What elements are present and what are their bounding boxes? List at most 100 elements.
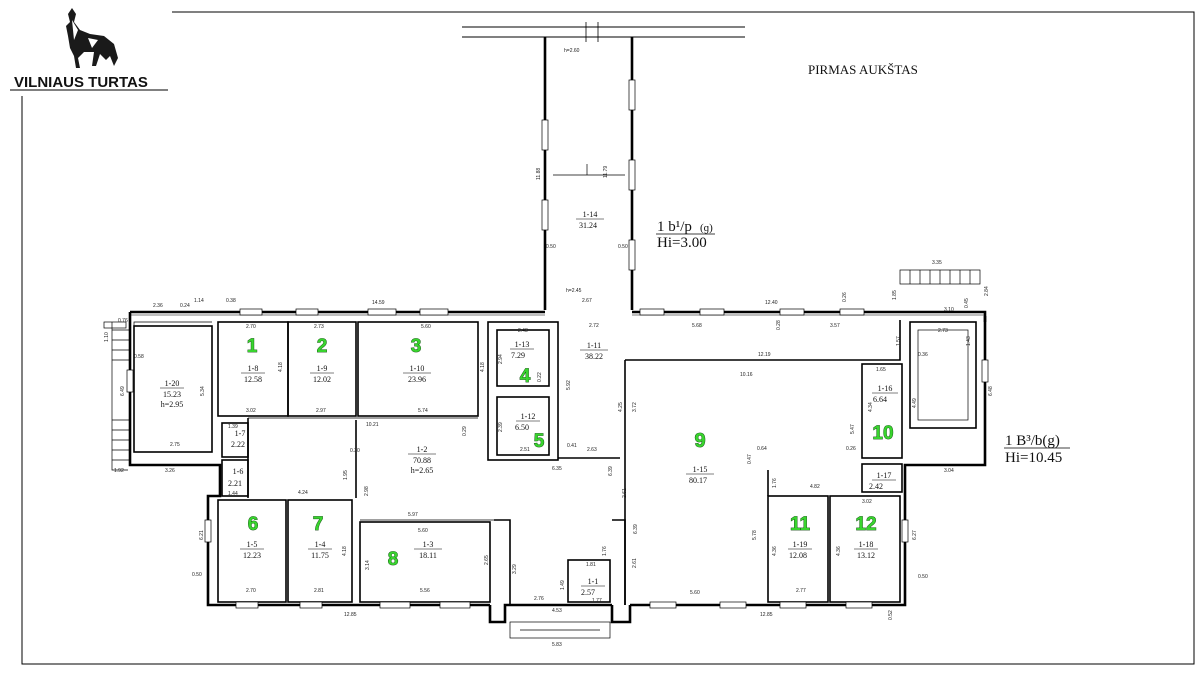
badge-10: 10 bbox=[872, 423, 893, 444]
badge-3: 3 bbox=[411, 336, 422, 357]
svg-text:h=2.60: h=2.60 bbox=[564, 48, 580, 54]
svg-text:1.10: 1.10 bbox=[104, 332, 110, 342]
badge-5: 5 bbox=[534, 431, 545, 452]
room-id-1-16: 1-16 bbox=[878, 384, 893, 393]
svg-text:0.24: 0.24 bbox=[180, 303, 190, 309]
svg-text:4.49: 4.49 bbox=[912, 398, 918, 408]
svg-text:0.50: 0.50 bbox=[192, 572, 202, 578]
svg-text:10.21: 10.21 bbox=[366, 422, 379, 428]
svg-text:2.84: 2.84 bbox=[984, 286, 990, 296]
svg-text:2.75: 2.75 bbox=[170, 442, 180, 448]
svg-text:0.26: 0.26 bbox=[842, 292, 848, 302]
room-id-1-18: 1-18 bbox=[859, 540, 874, 549]
svg-text:4.53: 4.53 bbox=[552, 608, 562, 614]
room-id-1-1: 1-1 bbox=[588, 577, 599, 586]
walls bbox=[103, 22, 987, 639]
svg-text:5.60: 5.60 bbox=[421, 324, 431, 330]
room-id-1-11: 1-11 bbox=[587, 341, 601, 350]
room-area-1-12: 6.50 bbox=[515, 423, 529, 432]
svg-text:3.57: 3.57 bbox=[830, 323, 840, 329]
svg-text:6.49: 6.49 bbox=[120, 386, 126, 396]
room-number-badges: 1 2 3 4 5 9 10 6 7 8 11 12 bbox=[246, 336, 894, 571]
svg-text:4.36: 4.36 bbox=[836, 546, 842, 556]
svg-text:5.78: 5.78 bbox=[752, 530, 758, 540]
room-area-1-10: 23.96 bbox=[408, 375, 426, 384]
svg-text:1.81: 1.81 bbox=[586, 562, 596, 568]
room-id-1-8: 1-8 bbox=[248, 364, 259, 373]
svg-text:4.36: 4.36 bbox=[772, 546, 778, 556]
svg-text:4.18: 4.18 bbox=[480, 362, 486, 372]
svg-text:4.82: 4.82 bbox=[810, 484, 820, 490]
room-height-1-20: h=2.95 bbox=[161, 400, 184, 409]
svg-text:1.14: 1.14 bbox=[194, 298, 204, 304]
svg-text:11.88: 11.88 bbox=[536, 168, 542, 180]
svg-text:3.02: 3.02 bbox=[246, 408, 256, 414]
svg-text:1.65: 1.65 bbox=[876, 367, 886, 373]
svg-text:0.50: 0.50 bbox=[918, 574, 928, 580]
svg-text:2.63: 2.63 bbox=[587, 447, 597, 453]
svg-text:12.19: 12.19 bbox=[758, 352, 771, 358]
svg-text:2.70: 2.70 bbox=[246, 324, 256, 330]
room-area-1-3: 18.11 bbox=[419, 551, 437, 560]
svg-text:2.70: 2.70 bbox=[246, 588, 256, 594]
room-id-1-5: 1-5 bbox=[247, 540, 258, 549]
room-id-1-15: 1-15 bbox=[693, 465, 708, 474]
svg-text:2.76: 2.76 bbox=[534, 596, 544, 602]
room-area-1-8: 12.58 bbox=[244, 375, 262, 384]
windows bbox=[126, 79, 989, 609]
svg-text:1.76: 1.76 bbox=[602, 546, 608, 556]
svg-text:5.92: 5.92 bbox=[566, 380, 572, 390]
svg-text:5.97: 5.97 bbox=[408, 512, 418, 518]
badge-6: 6 bbox=[248, 514, 259, 535]
drawing-frame bbox=[21, 11, 1195, 665]
svg-text:6.39: 6.39 bbox=[633, 524, 639, 534]
room-id-1-4: 1-4 bbox=[315, 540, 326, 549]
svg-text:2.36: 2.36 bbox=[153, 303, 163, 309]
room-area-1-14: 31.24 bbox=[579, 221, 597, 230]
badge-8: 8 bbox=[388, 549, 399, 570]
svg-text:2.77: 2.77 bbox=[796, 588, 806, 594]
svg-text:2.48: 2.48 bbox=[518, 328, 528, 334]
room-area-1-1: 2.57 bbox=[581, 588, 595, 597]
badge-11: 11 bbox=[790, 514, 811, 535]
svg-text:0.41: 0.41 bbox=[567, 443, 577, 449]
svg-text:14.59: 14.59 bbox=[372, 300, 385, 306]
svg-text:2.98: 2.98 bbox=[364, 486, 370, 496]
room-area-1-5: 12.23 bbox=[243, 551, 261, 560]
room-area-1-9: 12.02 bbox=[313, 375, 331, 384]
svg-text:12.40: 12.40 bbox=[765, 300, 778, 306]
svg-text:6.21: 6.21 bbox=[199, 530, 205, 540]
svg-text:10.16: 10.16 bbox=[740, 372, 753, 378]
svg-text:3.14: 3.14 bbox=[365, 560, 371, 570]
svg-text:0.26: 0.26 bbox=[846, 446, 856, 452]
svg-text:2.94: 2.94 bbox=[498, 354, 504, 364]
svg-text:4.25: 4.25 bbox=[618, 402, 624, 412]
room-id-1-9: 1-9 bbox=[317, 364, 328, 373]
svg-text:1.77: 1.77 bbox=[592, 598, 602, 604]
svg-text:0.28: 0.28 bbox=[776, 320, 782, 330]
svg-text:0.29: 0.29 bbox=[462, 426, 468, 436]
svg-text:2.97: 2.97 bbox=[316, 408, 326, 414]
room-id-1-10: 1-10 bbox=[410, 364, 425, 373]
svg-text:2.73: 2.73 bbox=[314, 324, 324, 330]
badge-4: 4 bbox=[520, 366, 531, 387]
wolf-logo-icon bbox=[66, 8, 118, 68]
svg-text:4.18: 4.18 bbox=[342, 546, 348, 556]
svg-text:1.76: 1.76 bbox=[772, 478, 778, 488]
svg-text:3.29: 3.29 bbox=[512, 564, 518, 574]
building-code-2: 1 B³/b(g) bbox=[1005, 433, 1060, 449]
svg-text:0.76: 0.76 bbox=[118, 318, 128, 324]
room-id-1-13: 1-13 bbox=[515, 340, 530, 349]
room-id-1-14: 1-14 bbox=[583, 210, 598, 219]
hi-label-1: Hi=3.00 bbox=[657, 235, 707, 251]
svg-text:0.30: 0.30 bbox=[350, 448, 360, 454]
building-code-1-suffix: (ɡ) bbox=[700, 222, 713, 234]
svg-text:1.44: 1.44 bbox=[228, 491, 238, 497]
svg-text:3.35: 3.35 bbox=[932, 260, 942, 266]
svg-text:6.35: 6.35 bbox=[552, 466, 562, 472]
svg-text:1.39: 1.39 bbox=[228, 424, 238, 430]
svg-text:4.24: 4.24 bbox=[298, 490, 308, 496]
room-area-1-20: 15.23 bbox=[163, 390, 181, 399]
room-labels: 1-20 15.23 h=2.95 1-8 12.58 1-9 12.02 1-… bbox=[160, 210, 898, 597]
room-area-1-16: 6.64 bbox=[873, 395, 887, 404]
